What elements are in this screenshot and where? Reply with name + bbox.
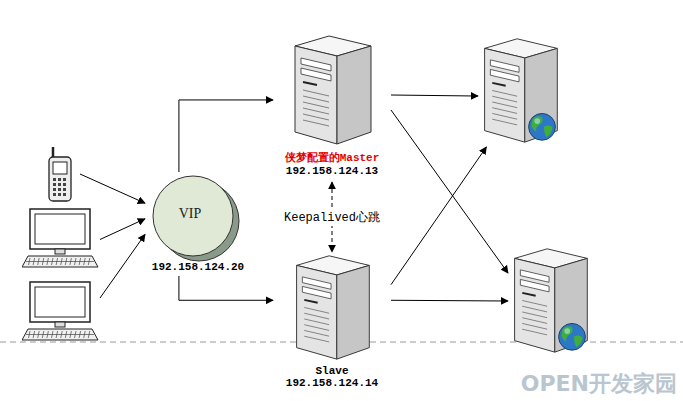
master-server: 侠梦配置的Master192.158.124.13	[273, 32, 391, 182]
slave-server: Slave192.158.124.14	[273, 252, 391, 394]
icon-holder	[40, 145, 80, 208]
computer-icon	[22, 207, 100, 269]
vip-text: VIP	[145, 206, 235, 222]
web-server	[478, 35, 562, 147]
connector-arrow	[391, 300, 508, 302]
connector-arrow	[391, 110, 508, 273]
icon-holder	[475, 35, 565, 150]
icon-holder	[22, 280, 100, 347]
vip-node: VIP 192.158.124.20	[145, 172, 251, 276]
connector-arrow	[80, 174, 145, 203]
text-holder: VIP	[145, 206, 235, 222]
phone-icon	[40, 145, 80, 203]
server-icon	[505, 245, 595, 355]
server-icon	[475, 35, 565, 145]
connector-arrow	[179, 276, 273, 300]
role-name: Slave	[273, 365, 391, 377]
server-icon	[287, 32, 377, 147]
ip-address: 192.158.124.13	[273, 165, 391, 177]
web-server	[508, 245, 592, 357]
server-icon	[287, 252, 377, 362]
computer-icon	[22, 280, 100, 342]
ip-address: 192.158.124.20	[145, 261, 251, 273]
connector-arrow	[100, 234, 145, 298]
watermark: OPEN开发家园	[521, 369, 677, 399]
ip-address: 192.158.124.14	[273, 377, 391, 389]
edge-label: Keepalived心跳	[282, 209, 382, 226]
connector-arrow	[391, 147, 486, 285]
connector-arrow	[179, 100, 273, 172]
icon-holder	[287, 32, 377, 152]
text-holder: 侠梦配置的Master192.158.124.13	[273, 150, 391, 177]
text-holder: Slave192.158.124.14	[273, 365, 391, 389]
text-holder: 192.158.124.20	[145, 261, 251, 273]
pc-client	[22, 280, 100, 340]
role-name: 侠梦配置的Master	[273, 150, 391, 165]
connector-arrow	[391, 95, 478, 96]
icon-holder	[22, 207, 100, 274]
icon-holder	[505, 245, 595, 360]
pc-client	[22, 207, 100, 272]
mobile-client	[40, 145, 80, 203]
connector-arrow	[100, 219, 145, 240]
icon-holder	[287, 252, 377, 367]
